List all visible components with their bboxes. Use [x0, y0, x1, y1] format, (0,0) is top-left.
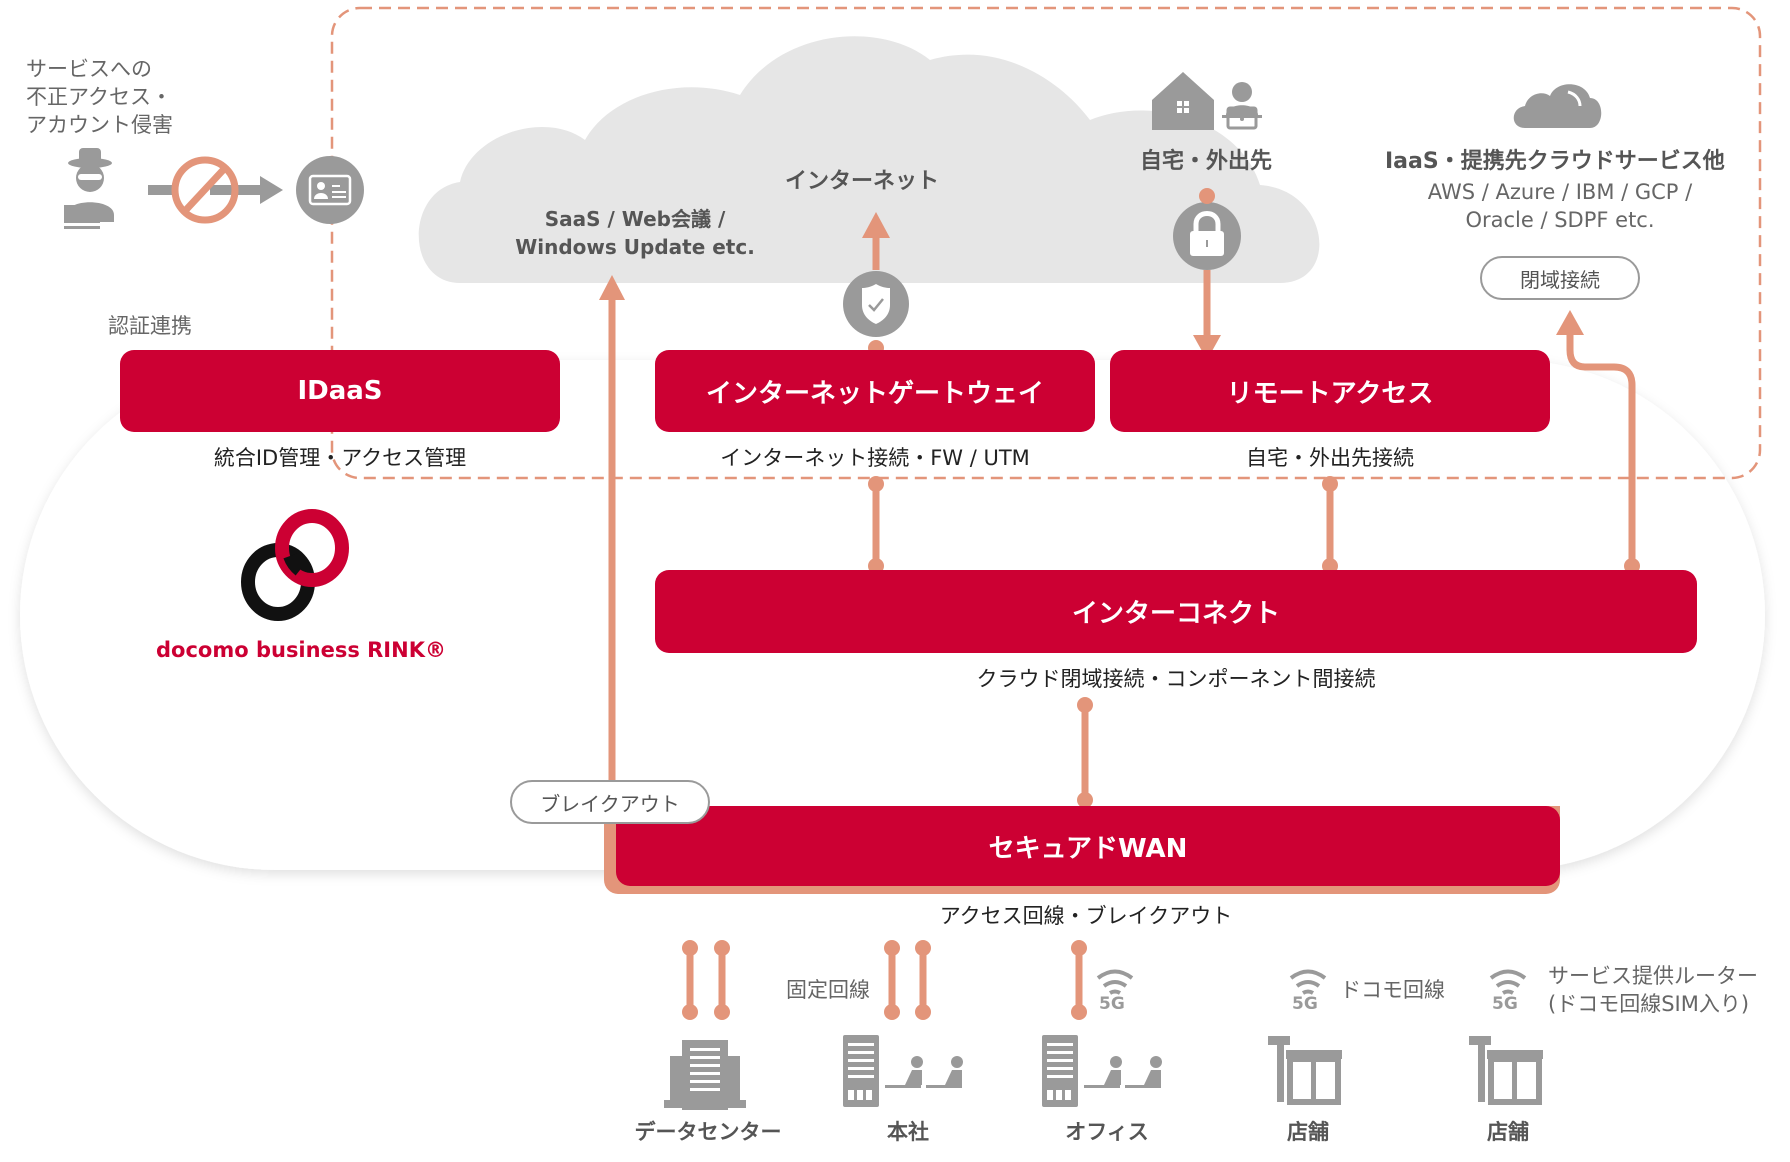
- site-label-headquarters: 本社: [887, 1120, 929, 1144]
- router-label: サービス提供ルーター (ドコモ回線SIM入り): [1548, 962, 1758, 1018]
- internet-label: インターネット: [785, 169, 940, 194]
- arrow-up-icon: [862, 212, 890, 238]
- five-g-label: 5G: [1099, 994, 1125, 1014]
- cloud-boundary-dashed: [330, 6, 1762, 480]
- site-label-datacenter: データセンター: [634, 1120, 782, 1144]
- iaas-providers-line: AWS / Azure / IBM / GCP /: [1427, 180, 1693, 204]
- headquarters-icon: [843, 1035, 963, 1107]
- internet-cloud: [418, 36, 1320, 284]
- store-icon: [1469, 1036, 1543, 1105]
- fixed-line-label: 固定回線: [786, 978, 870, 1002]
- datacenter-icon: [664, 1040, 746, 1110]
- five-g-signal-icon: [1289, 969, 1327, 995]
- remote-access-subtitle: 自宅・外出先接続: [1246, 446, 1414, 470]
- idaas-box[interactable]: IDaaS: [120, 350, 560, 432]
- secure-wan-box[interactable]: セキュアドWAN: [616, 806, 1560, 886]
- five-g-label: 5G: [1292, 994, 1318, 1014]
- saas-line: SaaS / Web会議 /: [544, 207, 726, 231]
- five-g-label: 5G: [1492, 994, 1518, 1014]
- interconnect-subtitle: クラウド閉域接続・コンポーネント間接続: [976, 667, 1376, 691]
- iaas-title: IaaS・提携先クラウドサービス他: [1385, 149, 1725, 174]
- closed-connection-pill: 閉域接続: [1480, 256, 1640, 300]
- threat-label: サービスへの 不正アクセス・ アカウント侵害: [26, 55, 173, 139]
- arrow-down-icon: [1193, 335, 1221, 360]
- store-icon: [1268, 1036, 1342, 1105]
- saas-label: SaaS / Web会議 / Windows Update etc.: [510, 205, 760, 261]
- docomo-line-label: ドコモ回線: [1340, 978, 1445, 1002]
- secure-wan-subtitle: アクセス回線・ブレイクアウト: [939, 904, 1233, 928]
- site-label-store: 店舗: [1487, 1120, 1529, 1144]
- remote-access-box[interactable]: リモートアクセス: [1110, 350, 1550, 432]
- router-label-line: サービス提供ルーター: [1548, 964, 1758, 988]
- interconnect-iaas-connector: [1566, 335, 1636, 566]
- threat-line: 不正アクセス・: [26, 85, 172, 109]
- shield-check-icon: [843, 271, 909, 337]
- office-icon: [1042, 1035, 1162, 1107]
- iaas-providers: AWS / Azure / IBM / GCP / Oracle / SDPF …: [1400, 178, 1720, 234]
- threat-line: サービスへの: [26, 57, 152, 81]
- home-remote-label: 自宅・外出先: [1140, 149, 1273, 174]
- lock-icon: [1173, 202, 1241, 270]
- threat-line: アカウント侵害: [26, 113, 173, 137]
- auth-link-label: 認証連携: [108, 314, 192, 338]
- saas-line: Windows Update etc.: [515, 235, 755, 259]
- internet-gateway-box[interactable]: インターネットゲートウェイ: [655, 350, 1095, 432]
- site-label-office: オフィス: [1065, 1120, 1149, 1144]
- hacker-icon: [64, 148, 114, 229]
- five-g-signal-icon: [1489, 969, 1527, 995]
- cloud-icon: [1513, 84, 1602, 128]
- house-icon: [1152, 72, 1214, 130]
- internet-gateway-subtitle: インターネット接続・FW / UTM: [720, 446, 1030, 470]
- router-label-line: (ドコモ回線SIM入り): [1548, 992, 1750, 1016]
- id-card-icon: [296, 156, 364, 224]
- breakout-pill: ブレイクアウト: [510, 780, 710, 824]
- arrow-up-icon: [1556, 310, 1584, 335]
- arrow-up-icon: [599, 275, 625, 300]
- iaas-providers-line: Oracle / SDPF etc.: [1465, 208, 1655, 232]
- arrow-head-icon: [260, 176, 283, 204]
- prohibited-icon: [171, 156, 239, 224]
- site-label-store: 店舗: [1287, 1120, 1329, 1144]
- arrow-segment: [148, 185, 178, 195]
- idaas-subtitle: 統合ID管理・アクセス管理: [213, 446, 467, 470]
- interconnect-box[interactable]: インターコネクト: [655, 570, 1697, 653]
- brand-name: docomo business RINK®: [156, 638, 446, 662]
- remote-worker-icon: [1222, 82, 1262, 130]
- five-g-signal-icon: [1096, 969, 1134, 995]
